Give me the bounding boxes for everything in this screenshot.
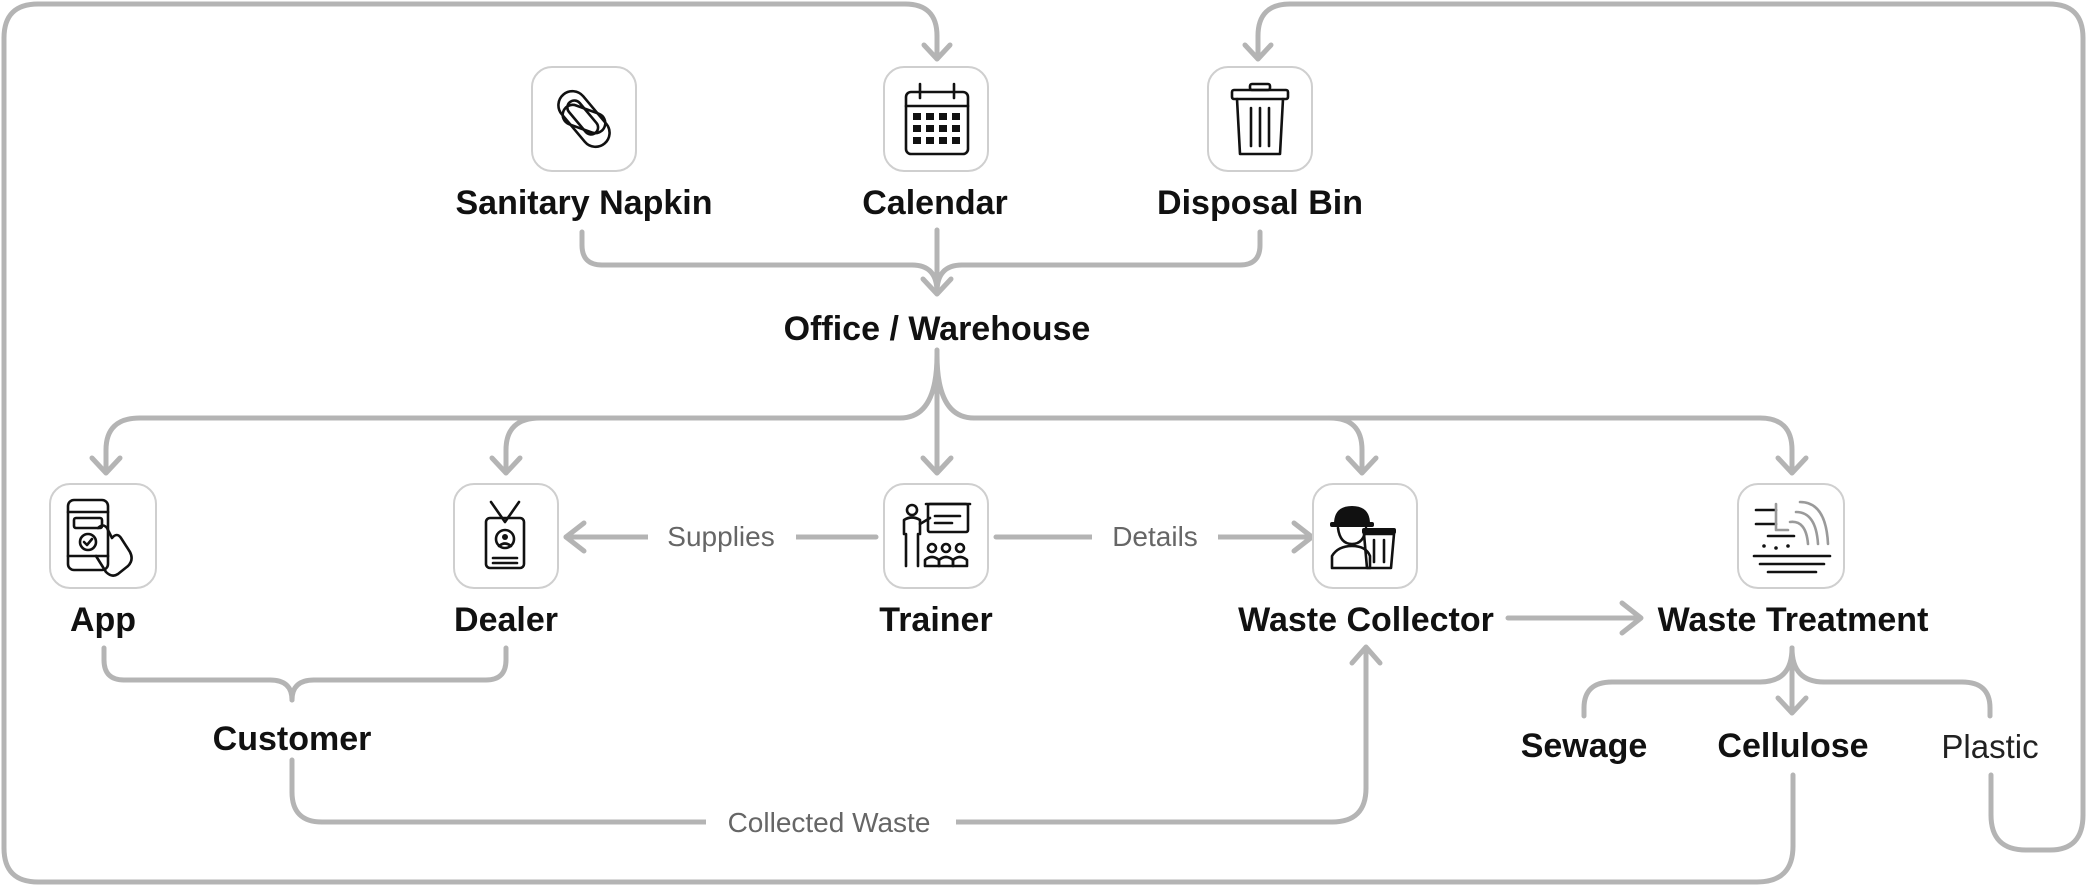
arrowhead-waste-collector-top xyxy=(1345,455,1379,476)
label-cellulose: Cellulose xyxy=(1717,727,1868,765)
edge-dealer-to-customer xyxy=(289,645,509,703)
node-app: App xyxy=(49,483,157,639)
edge-labels: Supplies Details Collected Waste xyxy=(648,518,1218,841)
gap-collected-waste xyxy=(706,803,956,841)
node-sanitary-napkin: Sanitary Napkin xyxy=(456,66,713,222)
arrowhead-calendar xyxy=(921,42,953,62)
paperclip-icon xyxy=(557,89,611,149)
trash-bin-icon xyxy=(1230,82,1290,156)
label-disposal-bin: Disposal Bin xyxy=(1157,184,1363,222)
label-calendar: Calendar xyxy=(862,184,1008,222)
label-sanitary-napkin: Sanitary Napkin xyxy=(456,184,713,222)
edge-treatment-to-sewage xyxy=(1581,645,1795,719)
label-waste-collector: Waste Collector xyxy=(1238,601,1494,639)
tile-trainer xyxy=(883,483,989,589)
node-dealer: Dealer xyxy=(453,483,559,639)
arrowhead-dealer xyxy=(489,455,523,476)
node-trainer: Trainer xyxy=(879,483,993,639)
edge-office-to-dealer xyxy=(503,352,940,475)
edge-office-to-waste-treatment xyxy=(1327,415,1795,475)
loop-plastic-to-disposal-bin xyxy=(1255,1,2086,853)
arrowhead-treatment xyxy=(1619,600,1644,636)
edge-office-to-waste-collector xyxy=(934,352,1365,475)
pipe-outflow-icon xyxy=(1752,500,1832,574)
arrowhead-disposal-bin xyxy=(1242,42,1274,62)
label-trainer: Trainer xyxy=(879,601,992,639)
arrowhead-waste-treatment-top xyxy=(1775,455,1809,476)
worker-bin-icon xyxy=(1330,506,1396,570)
phone-tap-icon xyxy=(66,498,133,577)
arrowhead-app xyxy=(89,455,123,476)
edge-napkin-to-office xyxy=(579,229,940,295)
tile-sanitary-napkin xyxy=(531,66,637,172)
presentation-icon xyxy=(902,502,972,568)
arrowhead-office xyxy=(920,276,954,297)
node-waste-treatment: Waste Treatment xyxy=(1658,483,1929,639)
edge-office-to-app xyxy=(103,415,543,475)
arrowhead-cellulose xyxy=(1775,695,1809,716)
node-waste-collector: Waste Collector xyxy=(1238,483,1494,639)
label-plastic: Plastic xyxy=(1941,728,2038,765)
label-office-warehouse: Office / Warehouse xyxy=(784,310,1091,348)
arrowhead-collected-waste xyxy=(1349,644,1383,666)
edge-label-supplies: Supplies xyxy=(667,521,774,552)
label-waste-treatment: Waste Treatment xyxy=(1658,601,1929,639)
label-dealer: Dealer xyxy=(454,601,558,639)
loop-cellulose-to-calendar xyxy=(1,1,1796,885)
tile-calendar xyxy=(883,66,989,172)
gap-details xyxy=(1092,518,1218,556)
edge-customer-to-waste-collector xyxy=(289,645,1369,825)
node-disposal-bin: Disposal Bin xyxy=(1157,66,1363,222)
gap-supplies xyxy=(648,518,796,556)
id-badge-icon xyxy=(484,500,526,570)
label-customer: Customer xyxy=(213,720,372,758)
arrowhead-supplies xyxy=(563,520,587,554)
edge-bin-to-office xyxy=(934,229,1263,295)
edge-app-to-customer xyxy=(101,645,295,703)
label-app: App xyxy=(70,601,136,639)
edge-label-collected-waste: Collected Waste xyxy=(728,807,931,838)
arrowhead-trainer xyxy=(920,455,954,476)
node-calendar: Calendar xyxy=(862,66,1008,222)
edge-treatment-to-plastic xyxy=(1789,645,1993,719)
calendar-icon xyxy=(904,82,970,156)
edge-label-details: Details xyxy=(1112,521,1198,552)
label-sewage: Sewage xyxy=(1521,727,1648,765)
